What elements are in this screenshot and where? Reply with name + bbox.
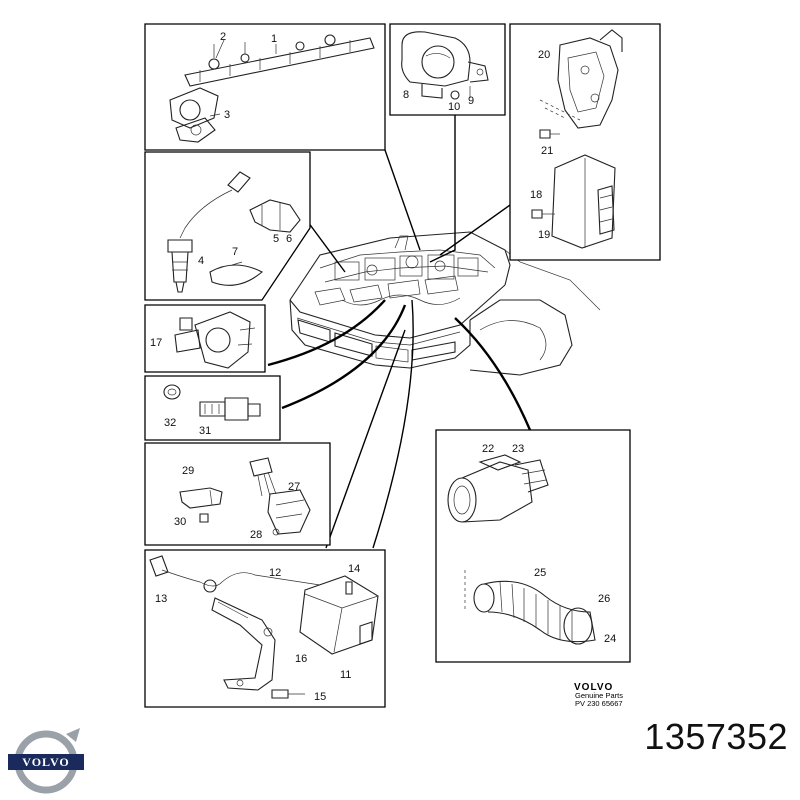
callout-28: 28: [250, 529, 262, 541]
box-parts-22-26: [435, 429, 631, 663]
callout-27: 27: [288, 481, 300, 493]
callout-3: 3: [224, 109, 230, 121]
volvo-logo: VOLVO: [8, 728, 84, 794]
callout-32: 32: [164, 417, 176, 429]
callout-4: 4: [198, 255, 204, 267]
callout-12: 12: [269, 567, 281, 579]
logo-wordmark: VOLVO: [22, 755, 69, 769]
box-parts-11-16: [144, 549, 386, 708]
box-parts-4-7: [144, 151, 311, 301]
callout-11: 11: [340, 669, 351, 681]
callout-23: 23: [512, 443, 524, 455]
callout-7: 7: [232, 246, 238, 258]
callout-22: 22: [482, 443, 494, 455]
callout-17: 17: [150, 337, 162, 349]
callout-19: 19: [538, 229, 550, 241]
callout-25: 25: [534, 567, 546, 579]
callout-26: 26: [598, 593, 610, 605]
box-parts-31-32: [144, 375, 281, 441]
box-parts-1-3: [144, 23, 386, 151]
callout-10: 10: [448, 101, 460, 113]
stamp-brand: VOLVO: [574, 682, 613, 693]
callout-9: 9: [468, 95, 474, 107]
callout-2: 2: [220, 31, 226, 43]
genuine-parts-stamp: VOLVO Genuine Parts PV 230 65667: [574, 682, 623, 708]
box-parts-27-30: [144, 442, 331, 546]
box-parts-8-10: [389, 23, 506, 116]
callout-31: 31: [199, 425, 211, 437]
callout-13: 13: [155, 593, 167, 605]
stamp-line-2: PV 230 65667: [575, 699, 623, 708]
callout-5: 5: [273, 233, 279, 245]
callout-18: 18: [530, 189, 542, 201]
callout-16: 16: [295, 653, 307, 665]
callout-24: 24: [604, 633, 616, 645]
callout-8: 8: [403, 89, 409, 101]
leader-lines: [267, 110, 532, 549]
callout-21: 21: [541, 145, 553, 157]
callout-15: 15: [314, 691, 326, 703]
callout-20: 20: [538, 49, 550, 61]
callout-6: 6: [286, 233, 292, 245]
callout-14: 14: [348, 563, 360, 575]
box-parts-18-21: [509, 23, 661, 261]
callout-1: 1: [271, 33, 277, 45]
box-part-17: [144, 304, 266, 373]
callout-29: 29: [182, 465, 194, 477]
callout-30: 30: [174, 516, 186, 528]
part-number: 1357352: [644, 716, 788, 757]
stamp-line-1: Genuine Parts: [575, 691, 623, 700]
